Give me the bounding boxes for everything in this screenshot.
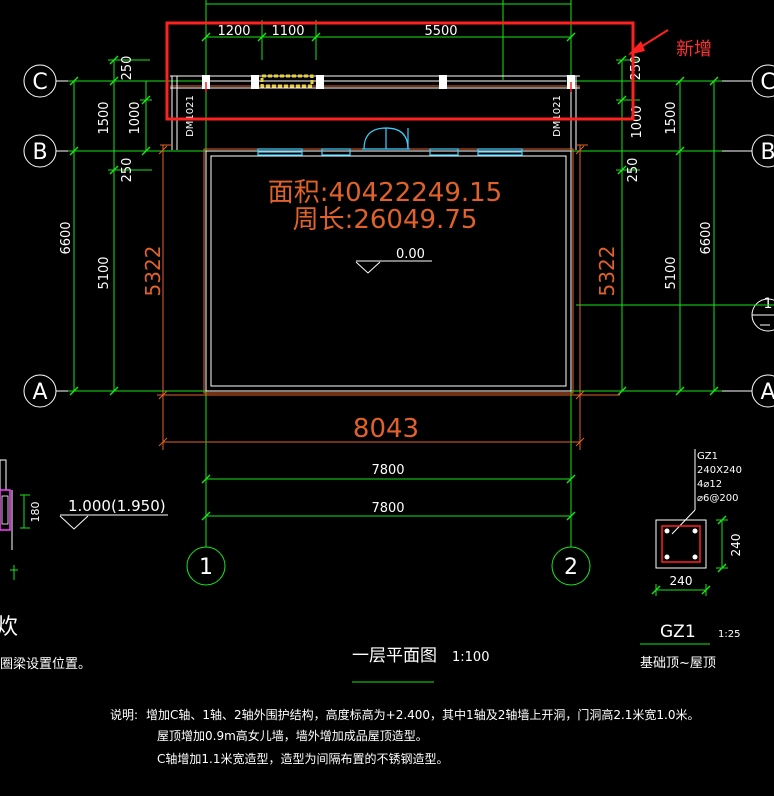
- dim-height-5322-right: 5322: [595, 246, 619, 297]
- dim-top-1100: 1100: [271, 24, 304, 39]
- dim-right-250-top: 250: [629, 56, 644, 81]
- plan-title: 一层平面图: [352, 646, 437, 666]
- dim-width-7800-b: 7800: [371, 501, 404, 516]
- dim-top-5500: 5500: [424, 24, 457, 39]
- gz1-scale: 1:25: [718, 629, 740, 640]
- dim-height-5322-left: 5322: [141, 246, 165, 297]
- dim-left-6600: 6600: [59, 221, 74, 254]
- dim-top-1200: 1200: [217, 24, 250, 39]
- gz1-column-detail: GZ1 240X240 4⌀12 ⌀6@200 240 240 GZ1 1:25…: [640, 449, 743, 671]
- new-add-label: 新增: [676, 39, 712, 60]
- dim-left-250-top: 250: [120, 56, 135, 81]
- gz1-dim-w: 240: [670, 574, 693, 588]
- double-door: [362, 127, 410, 150]
- new-addition-highlight: [165, 21, 635, 121]
- left-section-detail: 180 1.000(1.950) 炊 圈梁设置位置。: [0, 459, 168, 672]
- left-dimensions: 250 1500 1000 250 6600 5100: [59, 55, 210, 396]
- door-tag-right: DM1021: [552, 95, 563, 137]
- gz1-stirrup: ⌀6@200: [697, 493, 738, 504]
- axis-label-a-left: A: [32, 380, 47, 405]
- bottom-dimensions: 7800 7800: [201, 463, 576, 521]
- notes-line-3: C轴增加1.1米宽造型，造型为间隔布置的不锈钢造型。: [157, 751, 448, 766]
- section-left-note: 圈梁设置位置。: [0, 657, 91, 672]
- door-tag-left: DM1021: [185, 95, 196, 137]
- notes-line-1: 增加C轴、1轴、2轴外围护结构，高度标高为+2.400，其中1轴及2轴墙上开洞，…: [146, 707, 700, 722]
- dim-right-250-mid: 250: [626, 158, 641, 183]
- notes-label: 说明:: [110, 707, 138, 722]
- axis-label-1-right: 1: [764, 296, 773, 312]
- area-value: 面积:40422249.15: [268, 178, 502, 208]
- dim-width-8043: 8043: [353, 414, 419, 444]
- dim-right-6600: 6600: [699, 221, 714, 254]
- dim-left-1500: 1500: [97, 101, 112, 134]
- gz1-bars: 4⌀12: [697, 479, 722, 490]
- axis-label-c-left: C: [32, 70, 47, 95]
- gz1-range: 基础顶~屋顶: [640, 656, 716, 671]
- level-value: 0.00: [396, 247, 425, 262]
- axis-label-b-left: B: [32, 140, 47, 165]
- dim-width-7800-a: 7800: [371, 463, 404, 478]
- notes-line-2: 屋顶增加0.9m高女儿墙，墙外增加成品屋顶造型。: [157, 728, 428, 743]
- right-dimensions: 250 1000 1500 250 6600 5100: [566, 55, 774, 396]
- plan-title-block: 一层平面图 1:100: [352, 646, 489, 683]
- section-level-label: 1.000(1.950): [68, 497, 166, 515]
- notes-block: 说明: 增加C轴、1轴、2轴外围护结构，高度标高为+2.400，其中1轴及2轴墙…: [110, 707, 700, 766]
- area-measurements: 面积:40422249.15 周长:26049.75 8043 5322 532…: [141, 145, 620, 450]
- section-left-char: 炊: [0, 615, 18, 640]
- plan-scale: 1:100: [452, 650, 489, 665]
- axis-c-new-structure: DM1021 DM1021: [160, 74, 588, 150]
- axis-label-a-right: A: [760, 380, 774, 405]
- gz1-title: GZ1: [660, 622, 696, 642]
- axis-label-1-bottom: 1: [199, 555, 213, 580]
- gz1-dim-h: 240: [729, 534, 743, 557]
- section-dim-180: 180: [29, 502, 42, 523]
- top-dimensions: 1200 1100 5500: [201, 0, 576, 80]
- gz1-tag: GZ1: [697, 451, 718, 462]
- new-addition-callout: 新增: [165, 21, 712, 121]
- dim-left-1000: 1000: [128, 101, 143, 134]
- axis-label-c-right: C: [760, 70, 774, 95]
- dim-left-250-mid: 250: [120, 158, 135, 183]
- axis-bubbles: C B A C B A 1 1 2: [23, 64, 774, 586]
- dim-left-5100: 5100: [97, 256, 112, 289]
- axis-label-2-bottom: 2: [564, 555, 578, 580]
- dim-right-5100: 5100: [664, 256, 679, 289]
- dim-right-1500: 1500: [664, 101, 679, 134]
- perimeter-value: 周长:26049.75: [293, 205, 478, 235]
- gz1-size: 240X240: [697, 465, 742, 476]
- level-mark: 0.00: [355, 247, 432, 274]
- axis-label-b-right: B: [760, 140, 774, 165]
